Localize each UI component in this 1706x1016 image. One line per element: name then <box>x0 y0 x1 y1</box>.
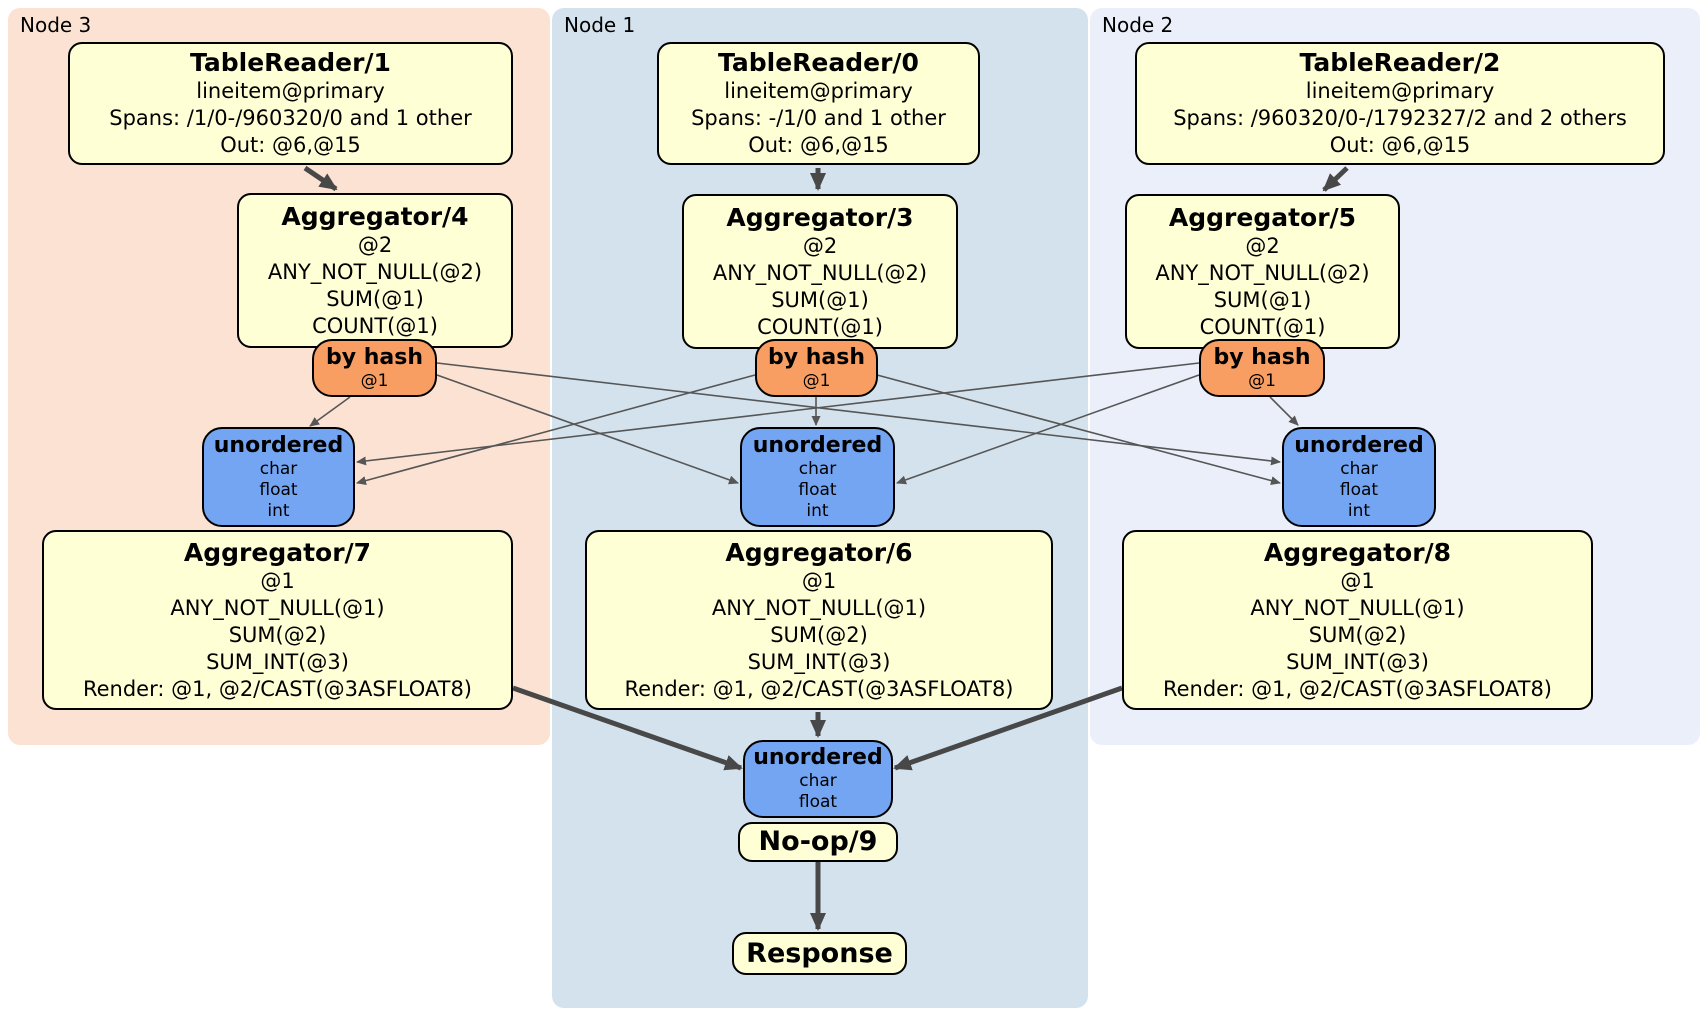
processor-aggregator-6: Aggregator/6 @1 ANY_NOT_NULL(@1) SUM(@2)… <box>585 530 1053 710</box>
sync-type: char <box>1340 458 1378 479</box>
sync-unordered-node2: unordered char float int <box>1282 427 1436 527</box>
processor-tablereader-1: TableReader/1 lineitem@primary Spans: /1… <box>68 42 513 165</box>
sync-type: int <box>267 500 290 521</box>
agg-fn: SUM(@1) <box>1213 287 1312 312</box>
processor-title: TableReader/0 <box>718 48 919 77</box>
agg-fn: SUM(@1) <box>326 286 424 311</box>
agg-fn: SUM(@2) <box>228 622 327 647</box>
agg-render: Render: @1, @2/CAST(@3ASFLOAT8) <box>1162 676 1553 701</box>
processor-out: Out: @6,@15 <box>1329 133 1471 157</box>
sync-unordered-final: unordered char float <box>743 740 893 818</box>
agg-fn: COUNT(@1) <box>312 313 438 338</box>
processor-title: Aggregator/3 <box>726 202 914 232</box>
processor-index: lineitem@primary <box>196 79 385 103</box>
processor-title: Aggregator/4 <box>281 201 469 231</box>
sync-title: unordered <box>753 745 883 770</box>
processor-spans: Spans: /1/0-/960320/0 and 1 other <box>109 106 472 130</box>
agg-group-cols: @2 <box>1245 233 1280 258</box>
sync-type: int <box>806 500 829 521</box>
agg-fn: ANY_NOT_NULL(@1) <box>1250 595 1465 620</box>
agg-fn: COUNT(@1) <box>1199 314 1326 339</box>
sync-title: unordered <box>752 432 883 458</box>
processor-aggregator-3: Aggregator/3 @2 ANY_NOT_NULL(@2) SUM(@1)… <box>682 194 958 349</box>
processor-aggregator-8: Aggregator/8 @1 ANY_NOT_NULL(@1) SUM(@2)… <box>1122 530 1593 710</box>
sync-type: float <box>798 479 837 500</box>
node-1-label: Node 1 <box>564 13 636 37</box>
agg-group-cols: @1 <box>260 568 295 593</box>
node-2-label: Node 2 <box>1102 13 1174 37</box>
agg-group-cols: @2 <box>357 232 393 257</box>
sync-type: int <box>1347 500 1371 521</box>
router-title: by hash <box>325 345 423 370</box>
sync-title: unordered <box>213 432 344 458</box>
processor-title: No-op/9 <box>758 826 878 857</box>
processor-title: TableReader/1 <box>190 48 391 77</box>
sync-unordered-node3: unordered char float int <box>202 427 355 527</box>
agg-fn: ANY_NOT_NULL(@2) <box>1155 260 1370 285</box>
processor-title: Aggregator/8 <box>1263 537 1452 567</box>
processor-aggregator-5: Aggregator/5 @2 ANY_NOT_NULL(@2) SUM(@1)… <box>1125 194 1400 349</box>
processor-out: Out: @6,@15 <box>220 133 361 157</box>
router-by-hash-node1: by hash @1 <box>755 339 878 397</box>
agg-fn: COUNT(@1) <box>757 314 883 339</box>
agg-render: Render: @1, @2/CAST(@3ASFLOAT8) <box>82 676 473 701</box>
router-title: by hash <box>1213 345 1311 370</box>
processor-title: Response <box>746 937 893 969</box>
agg-fn: ANY_NOT_NULL(@2) <box>267 259 483 284</box>
router-title: by hash <box>767 345 865 370</box>
processor-index: lineitem@primary <box>1305 79 1495 103</box>
agg-fn: SUM(@2) <box>770 622 868 647</box>
processor-tablereader-0: TableReader/0 lineitem@primary Spans: -/… <box>657 42 980 165</box>
agg-fn: ANY_NOT_NULL(@1) <box>711 595 927 620</box>
processor-title: Aggregator/5 <box>1168 202 1357 232</box>
processor-aggregator-7: Aggregator/7 @1 ANY_NOT_NULL(@1) SUM(@2)… <box>42 530 513 710</box>
sync-type: char <box>798 458 837 479</box>
router-cols: @1 <box>360 371 389 391</box>
processor-title: TableReader/2 <box>1299 48 1501 77</box>
agg-group-cols: @1 <box>1340 568 1375 593</box>
agg-fn: SUM(@2) <box>1308 622 1407 647</box>
processor-tablereader-2: TableReader/2 lineitem@primary Spans: /9… <box>1135 42 1665 165</box>
agg-group-cols: @1 <box>801 568 837 593</box>
sync-type: float <box>259 479 298 500</box>
processor-title: Aggregator/6 <box>725 537 913 567</box>
processor-index: lineitem@primary <box>724 79 913 103</box>
agg-fn: SUM_INT(@3) <box>206 649 349 674</box>
agg-fn: ANY_NOT_NULL(@2) <box>712 260 928 285</box>
processor-aggregator-4: Aggregator/4 @2 ANY_NOT_NULL(@2) SUM(@1)… <box>237 193 513 348</box>
sync-unordered-node1: unordered char float int <box>740 427 895 527</box>
router-cols: @1 <box>1248 371 1276 391</box>
processor-response: Response <box>732 932 907 975</box>
agg-fn: ANY_NOT_NULL(@1) <box>170 595 385 620</box>
sync-type: float <box>798 792 838 812</box>
router-by-hash-node2: by hash @1 <box>1199 339 1325 397</box>
processor-spans: Spans: /960320/0-/1792327/2 and 2 others <box>1173 106 1627 130</box>
processor-title: Aggregator/7 <box>183 537 372 567</box>
agg-fn: SUM_INT(@3) <box>1286 649 1429 674</box>
processor-out: Out: @6,@15 <box>748 133 889 157</box>
sync-type: char <box>259 458 298 479</box>
sync-title: unordered <box>1294 432 1424 458</box>
agg-render: Render: @1, @2/CAST(@3ASFLOAT8) <box>624 676 1014 701</box>
processor-spans: Spans: -/1/0 and 1 other <box>691 106 946 130</box>
sync-type: char <box>799 771 837 791</box>
router-by-hash-node3: by hash @1 <box>312 339 437 397</box>
router-cols: @1 <box>802 371 831 391</box>
sync-type: float <box>1339 479 1379 500</box>
agg-fn: SUM(@1) <box>771 287 869 312</box>
processor-noop-9: No-op/9 <box>738 822 898 862</box>
agg-group-cols: @2 <box>802 233 838 258</box>
node-3-label: Node 3 <box>20 13 92 37</box>
agg-fn: SUM_INT(@3) <box>747 649 891 674</box>
